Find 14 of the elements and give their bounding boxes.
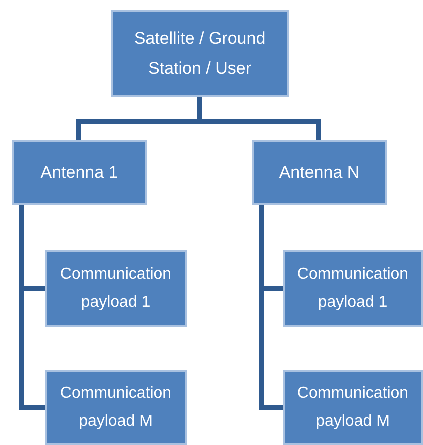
hierarchy-box: [252, 140, 387, 205]
box-label: Communication payload M: [296, 384, 410, 432]
box-label: Antenna 1: [40, 162, 120, 184]
hierarchy-box: [45, 370, 187, 445]
box-label: Antenna N: [278, 162, 361, 184]
hierarchy-box: [45, 250, 187, 327]
box-label: Satellite / Ground Station / User: [133, 28, 267, 80]
hierarchy-box: [283, 370, 423, 445]
box-label: Communication payload 1: [59, 264, 173, 312]
hierarchy-box: [12, 140, 147, 205]
box-label: Communication payload 1: [296, 264, 410, 312]
hierarchy-box: [283, 250, 423, 327]
hierarchy-box: [111, 10, 289, 97]
box-label: Communication payload M: [59, 384, 173, 432]
